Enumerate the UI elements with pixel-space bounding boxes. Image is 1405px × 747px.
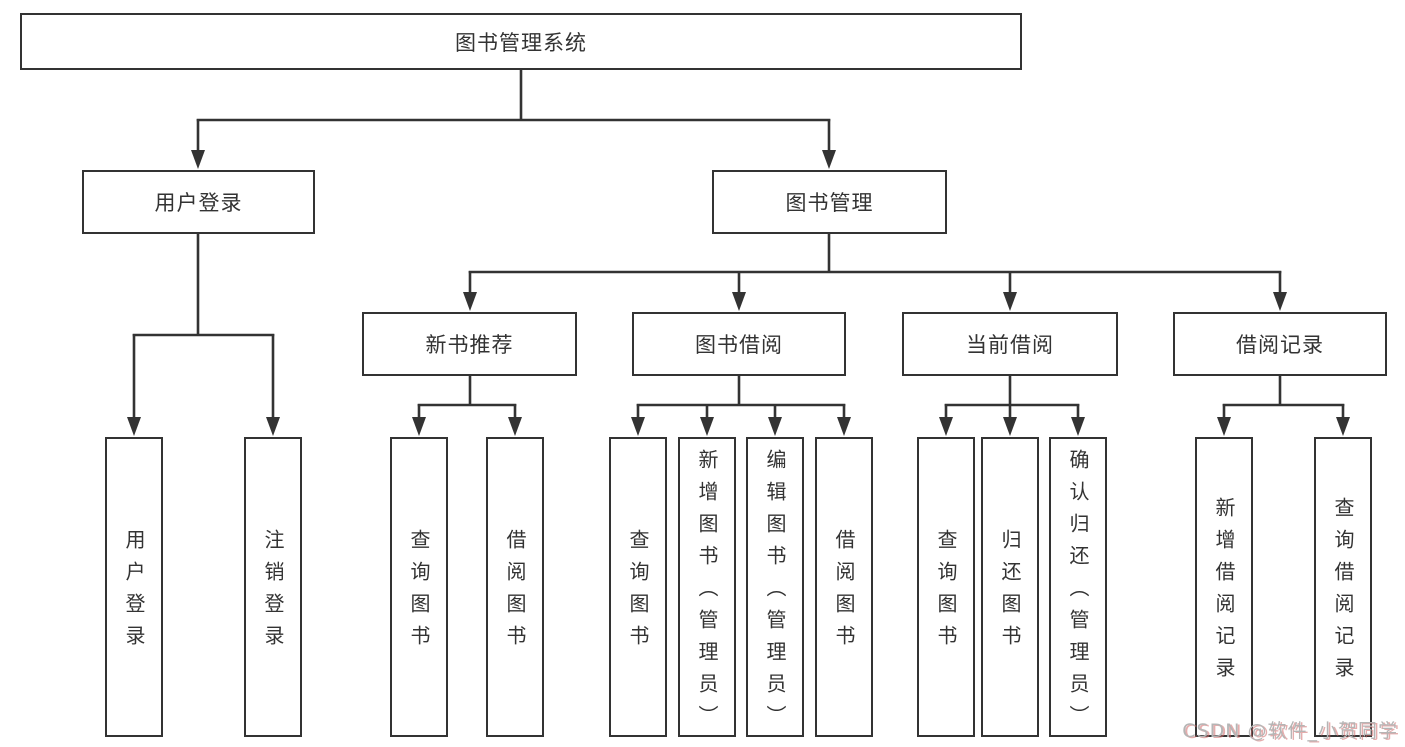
node-current-borrow: 当前借阅 [902,312,1118,376]
leaf-logout: 注销登录 [244,437,302,737]
leaf-logout-label: 注销登录 [261,529,285,657]
leaf-cb-confirm-return-admin: 确认归还（管理员） [1049,437,1107,737]
leaf-bb-add-books-admin: 新增图书（管理员） [678,437,736,737]
leaf-cb-query-books-label: 查询图书 [934,529,958,657]
node-book-borrow: 图书借阅 [632,312,846,376]
node-book-management-label: 图书管理 [785,191,874,215]
node-book-borrow-label: 图书借阅 [695,333,783,357]
leaf-br-query-record: 查询借阅记录 [1314,437,1372,737]
csdn-watermark: CSDN @软件_小贺同学 [1182,720,1398,742]
leaf-bb-edit-books-admin-label: 编辑图书（管理员） [763,449,787,737]
leaf-nb-borrow-books: 借阅图书 [486,437,544,737]
leaf-user-login: 用户登录 [105,437,163,737]
leaf-bb-borrow-books: 借阅图书 [815,437,873,737]
node-borrow-records: 借阅记录 [1173,312,1387,376]
leaf-nb-borrow-books-label: 借阅图书 [503,529,527,657]
leaf-user-login-label: 用户登录 [122,529,146,657]
leaf-br-query-record-label: 查询借阅记录 [1331,497,1355,689]
leaf-bb-query-books-label: 查询图书 [626,529,650,657]
leaf-bb-query-books: 查询图书 [609,437,667,737]
leaf-cb-query-books: 查询图书 [917,437,975,737]
leaf-br-add-record-label: 新增借阅记录 [1212,497,1236,689]
leaf-br-add-record: 新增借阅记录 [1195,437,1253,737]
node-book-management: 图书管理 [712,170,947,234]
leaf-bb-borrow-books-label: 借阅图书 [832,529,856,657]
node-borrow-records-label: 借阅记录 [1236,333,1324,357]
leaf-bb-add-books-admin-label: 新增图书（管理员） [695,449,719,737]
root-node-library-management-system: 图书管理系统 [20,13,1022,70]
node-user-login-label: 用户登录 [154,191,243,215]
leaf-cb-return-books: 归还图书 [981,437,1039,737]
leaf-cb-confirm-return-admin-label: 确认归还（管理员） [1066,449,1090,737]
node-user-login: 用户登录 [82,170,315,234]
node-current-borrow-label: 当前借阅 [966,333,1054,357]
leaf-cb-return-books-label: 归还图书 [998,529,1022,657]
leaf-nb-query-books-label: 查询图书 [407,529,431,657]
node-new-book-recommend-label: 新书推荐 [425,333,514,357]
node-new-book-recommend: 新书推荐 [362,312,577,376]
leaf-nb-query-books: 查询图书 [390,437,448,737]
leaf-bb-edit-books-admin: 编辑图书（管理员） [746,437,804,737]
root-node-label: 图书管理系统 [455,30,587,55]
